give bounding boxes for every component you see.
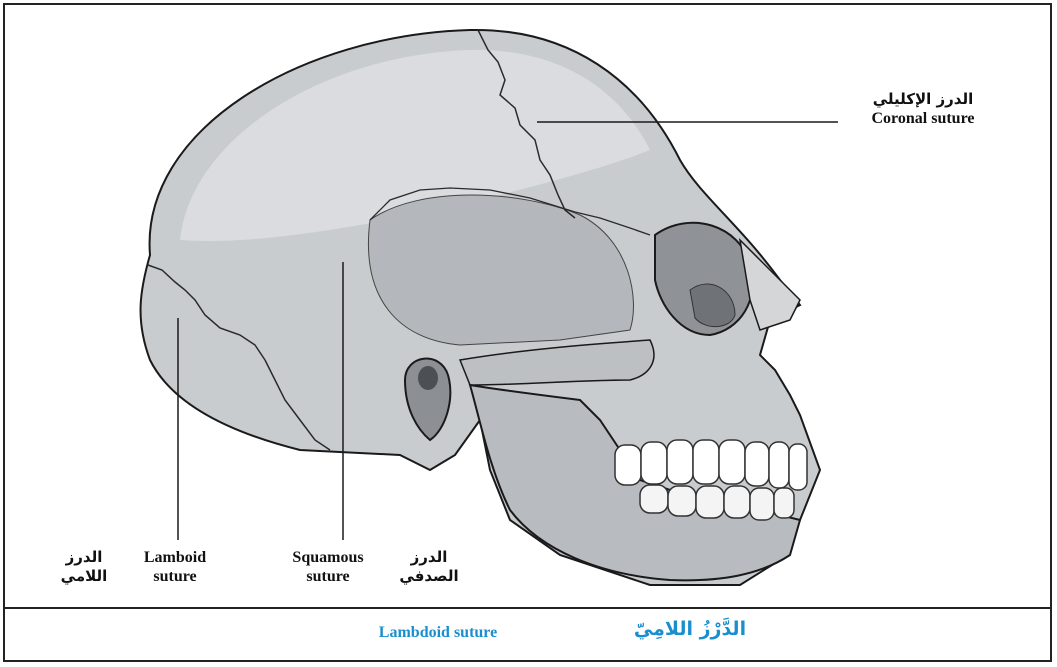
squamous-suture-label-en: Squamous suture [268, 548, 388, 586]
lamboid-ar-line1: الدرز [48, 548, 120, 567]
lamboid-suture-label-ar: الدرز اللامي [48, 548, 120, 586]
lamboid-suture-label-en: Lamboid suture [120, 548, 230, 586]
footer-term-en: Lambdoid suture [333, 624, 543, 642]
ear-opening [418, 366, 438, 390]
coronal-suture-ar: الدرز الإكليلي [838, 90, 1008, 109]
footer-term-ar: الدَّرْزُ اللامِيّ [600, 618, 780, 640]
lamboid-ar-line2: اللامي [48, 567, 120, 586]
squamous-ar-line1: الدرز [388, 548, 470, 567]
lamboid-en-line2: suture [120, 567, 230, 586]
lamboid-en-line1: Lamboid [120, 548, 230, 567]
coronal-suture-label: الدرز الإكليلي Coronal suture [838, 90, 1008, 128]
squamous-ar-line2: الصدفي [388, 567, 470, 586]
squamous-en-line1: Squamous [268, 548, 388, 567]
squamous-suture-label-ar: الدرز الصدفي [388, 548, 470, 586]
squamous-en-line2: suture [268, 567, 388, 586]
coronal-suture-en: Coronal suture [838, 109, 1008, 128]
